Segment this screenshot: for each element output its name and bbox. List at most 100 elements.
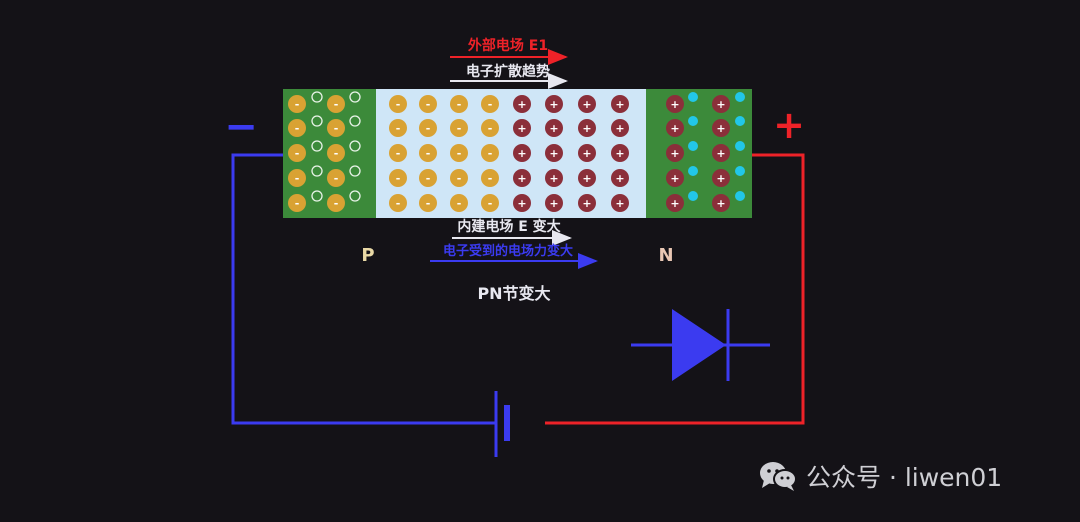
donor-ion-sign: + xyxy=(670,122,679,135)
donor-ion-sign: + xyxy=(582,197,591,210)
donor-ion-sign: + xyxy=(582,147,591,160)
donor-ion-sign: + xyxy=(670,197,679,210)
acceptor-ion-sign: - xyxy=(334,147,339,160)
hole xyxy=(311,165,323,177)
acceptor-ion-sign: - xyxy=(488,147,493,160)
electron xyxy=(735,92,745,102)
acceptor-ion-sign: - xyxy=(426,197,431,210)
donor-ion-sign: + xyxy=(549,98,558,111)
acceptor-ion-sign: - xyxy=(488,197,493,210)
acceptor-ion-sign: - xyxy=(295,172,300,185)
external-field-label: 外部电场 E1 xyxy=(468,37,548,54)
acceptor-ion xyxy=(389,194,407,212)
acceptor-ion xyxy=(327,95,345,113)
acceptor-ion xyxy=(389,144,407,162)
acceptor-ion-sign: - xyxy=(396,122,401,135)
battery-short-plate xyxy=(504,405,510,441)
donor-ion xyxy=(545,95,563,113)
donor-ion-sign: + xyxy=(517,122,526,135)
hole xyxy=(349,140,361,152)
acceptor-ion xyxy=(327,144,345,162)
donor-ion-sign: + xyxy=(615,172,624,185)
donor-ion xyxy=(513,169,531,187)
donor-ion-sign: + xyxy=(517,147,526,160)
donor-ion-sign: + xyxy=(582,172,591,185)
donor-ion-sign: + xyxy=(549,197,558,210)
watermark-text: 公众号 · liwen01 xyxy=(806,463,1003,492)
donor-ion-sign: + xyxy=(517,98,526,111)
donor-ion xyxy=(513,194,531,212)
acceptor-ion-sign: - xyxy=(295,98,300,111)
acceptor-ion-sign: - xyxy=(488,172,493,185)
n-region xyxy=(646,89,752,218)
acceptor-ion xyxy=(419,169,437,187)
wechat-icon xyxy=(760,462,797,491)
acceptor-ion-sign: - xyxy=(396,98,401,111)
acceptor-ion-sign: - xyxy=(334,197,339,210)
acceptor-ion-sign: - xyxy=(457,98,462,111)
p-label: P xyxy=(361,245,374,266)
donor-ion-sign: + xyxy=(615,197,624,210)
donor-ion-sign: + xyxy=(615,122,624,135)
donor-ion xyxy=(666,194,684,212)
donor-ion xyxy=(666,119,684,137)
acceptor-ion-sign: - xyxy=(488,98,493,111)
donor-ion xyxy=(545,119,563,137)
electron xyxy=(688,92,698,102)
acceptor-ion xyxy=(450,169,468,187)
donor-ion xyxy=(545,194,563,212)
electron xyxy=(688,141,698,151)
hole xyxy=(349,190,361,202)
donor-ion xyxy=(712,169,730,187)
donor-ion xyxy=(578,169,596,187)
hole xyxy=(349,115,361,127)
acceptor-ion xyxy=(327,169,345,187)
donor-ion-sign: + xyxy=(615,98,624,111)
donor-ion-sign: + xyxy=(517,172,526,185)
donor-ion xyxy=(666,95,684,113)
acceptor-ion xyxy=(419,119,437,137)
electron xyxy=(688,116,698,126)
pn-junction-label: PN节变大 xyxy=(477,284,550,303)
donor-ion-sign: + xyxy=(549,147,558,160)
acceptor-ion xyxy=(327,194,345,212)
acceptor-ion xyxy=(450,144,468,162)
acceptor-ion xyxy=(481,119,499,137)
donor-ion xyxy=(611,119,629,137)
watermark: 公众号 · liwen01 xyxy=(758,458,1002,494)
acceptor-ion xyxy=(450,194,468,212)
donor-ion-sign: + xyxy=(716,98,725,111)
minus-sign: − xyxy=(224,104,258,150)
acceptor-ion-sign: - xyxy=(334,172,339,185)
acceptor-ion xyxy=(481,169,499,187)
n-label: N xyxy=(658,245,673,266)
donor-ion xyxy=(578,194,596,212)
acceptor-ion-sign: - xyxy=(396,147,401,160)
acceptor-ion-sign: - xyxy=(457,172,462,185)
electron xyxy=(735,141,745,151)
acceptor-ion-sign: - xyxy=(396,172,401,185)
donor-ion xyxy=(611,194,629,212)
acceptor-ion-sign: - xyxy=(334,98,339,111)
donor-ion-sign: + xyxy=(716,122,725,135)
electron xyxy=(688,191,698,201)
acceptor-ion-sign: - xyxy=(295,122,300,135)
donor-ion xyxy=(611,169,629,187)
electron xyxy=(735,116,745,126)
hole xyxy=(311,115,323,127)
donor-ion-sign: + xyxy=(670,172,679,185)
acceptor-ion xyxy=(389,169,407,187)
acceptor-ion-sign: - xyxy=(457,122,462,135)
donor-ion xyxy=(712,119,730,137)
acceptor-ion xyxy=(419,194,437,212)
built-in-field-label: 内建电场 E 变大 xyxy=(457,218,560,235)
acceptor-ion-sign: - xyxy=(426,172,431,185)
acceptor-ion xyxy=(450,95,468,113)
acceptor-ion xyxy=(450,119,468,137)
donor-ion-sign: + xyxy=(517,197,526,210)
wire-negative xyxy=(231,153,496,425)
wire-positive xyxy=(545,153,805,425)
donor-ion-sign: + xyxy=(670,98,679,111)
acceptor-ion xyxy=(288,144,306,162)
